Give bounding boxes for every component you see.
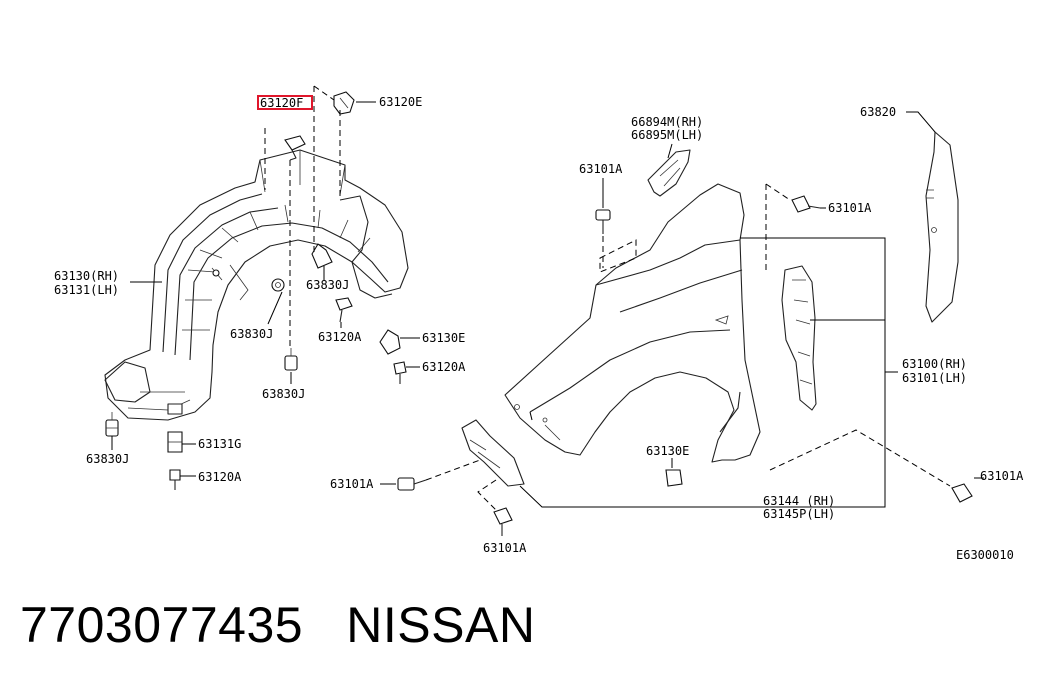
bolt-63101A-left-icon [397,477,427,491]
label-63101A-bottom: 63101A [483,541,527,555]
label-63145P-lh: 63145P(LH) [763,507,835,521]
label-63101A-left: 63101A [330,477,374,491]
label-63120A-b: 63120A [422,360,466,374]
fastener-63120F-icon [284,135,306,161]
part-number: 7703077435 [20,597,304,653]
clip-63130E-a-icon [379,329,401,355]
label-63120E: 63120E [379,95,422,109]
fastener-63120E-icon [333,91,355,115]
screw-63120A-a-icon [335,297,353,323]
bracket-66894M-icon [647,149,691,197]
screw-63120A-b-icon [393,361,407,384]
label-63101A-top: 63101A [579,162,623,176]
label-63830J-upper: 63830J [306,278,349,292]
diagram-code: E6300010 [956,548,1014,562]
label-63100-rh: 63100(RH) [902,357,967,371]
bolt-63101A-right-icon [951,483,973,503]
bolt-63101A-bottom-icon [493,507,513,536]
label-63101A-upper-right: 63101A [828,201,872,215]
label-63830J-bottom: 63830J [86,452,129,466]
bolt-63101A-top-icon [595,209,611,234]
label-66894M: 66894M(RH) [631,115,703,129]
label-63101A-right: 63101A [980,469,1024,483]
screw-63120A-c-icon [169,469,181,490]
label-63120A-a: 63120A [318,330,362,344]
label-63144-rh: 63144 (RH) [763,494,835,508]
label-63131-lh: 63131(LH) [54,283,119,297]
label-63101-lh: 63101(LH) [902,371,967,385]
front-fender-drawing [504,183,761,463]
brand-name: NISSAN [346,597,536,653]
fender-protector-drawing [104,149,409,421]
label-63130-rh: 63130(RH) [54,269,119,283]
label-66895M: 66895M(LH) [631,128,703,142]
fender-bracket-drawing [781,265,817,411]
label-63130E-a: 63130E [422,331,465,345]
label-63820: 63820 [860,105,896,119]
clip-63130E-b-icon [665,469,683,487]
label-63131G: 63131G [198,437,241,451]
nut-63131G-icon [167,431,183,453]
bracket-63144-drawing [461,419,525,487]
clip-63830J-lower-icon [284,348,298,371]
label-63130E-b: 63130E [646,444,689,458]
highlight-box-63120F [257,95,313,110]
clip-63830J-upper-icon [311,243,333,269]
clip-63830J-mid-icon [271,278,285,292]
bolt-63101A-upper-right-icon [791,195,821,213]
label-63830J-lower: 63830J [262,387,305,401]
fender-seal-drawing [925,131,959,323]
clip-63830J-bottom-icon [105,412,119,437]
label-63120F: 63120F [260,96,303,110]
part-caption: 7703077435 NISSAN [20,596,535,654]
label-63120A-c: 63120A [198,470,242,484]
label-63830J-mid: 63830J [230,327,273,341]
